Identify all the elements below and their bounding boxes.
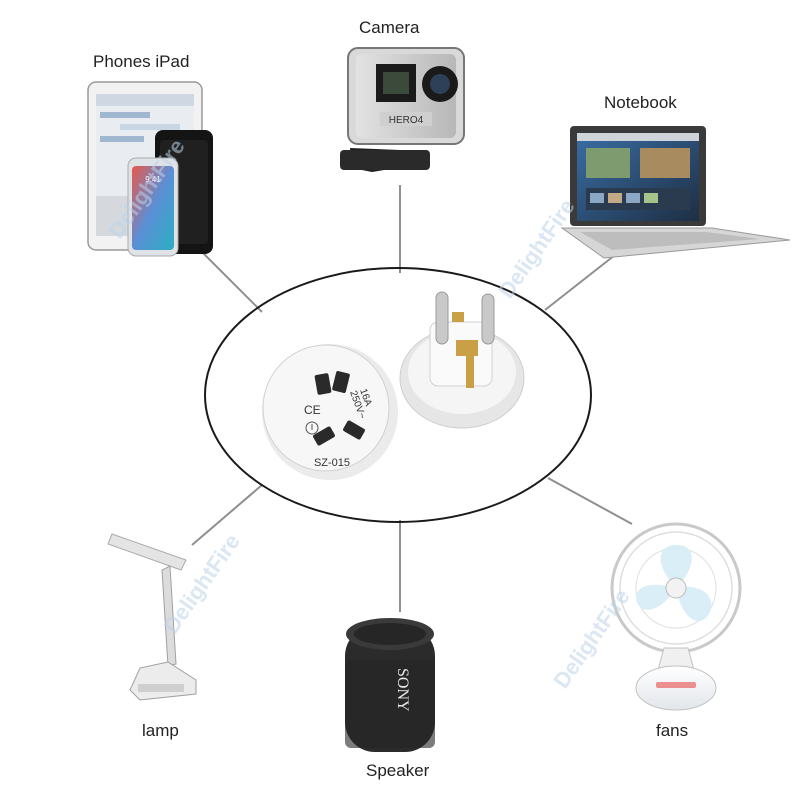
camera-image: HERO4 <box>340 47 465 172</box>
fans-label: fans <box>656 721 689 740</box>
lamp-image <box>107 533 197 701</box>
speaker-brand-text: SONY <box>394 668 411 712</box>
lamp-label: lamp <box>142 721 179 740</box>
connector-lamp <box>191 484 263 546</box>
watermark-text: DelightFire <box>494 194 580 302</box>
camera-model-text: HERO4 <box>389 115 424 126</box>
watermark-text: DelightFire <box>549 584 635 692</box>
notebook-label: Notebook <box>604 93 677 112</box>
adapter-front-image: CE 16A 250V~ SZ-015 <box>262 344 398 480</box>
center-ellipse <box>204 267 592 523</box>
connector-notebook <box>544 254 616 311</box>
speaker-label: Speaker <box>366 761 430 780</box>
phone-clock-text: 9:41 <box>145 175 161 184</box>
phones-label: Phones iPad <box>93 52 190 71</box>
fan-image <box>610 522 742 711</box>
adapter-back-image <box>399 291 525 429</box>
camera-label: Camera <box>359 18 420 37</box>
connector-lines <box>191 185 633 612</box>
speaker-image: SONY <box>345 618 435 752</box>
ce-mark-text: CE <box>304 403 321 417</box>
phones-ipad-image: 9:41 <box>87 81 213 257</box>
model-text: SZ-015 <box>314 457 350 469</box>
notebook-image <box>560 126 791 259</box>
connector-phones <box>199 249 263 313</box>
connector-fans <box>547 477 633 525</box>
